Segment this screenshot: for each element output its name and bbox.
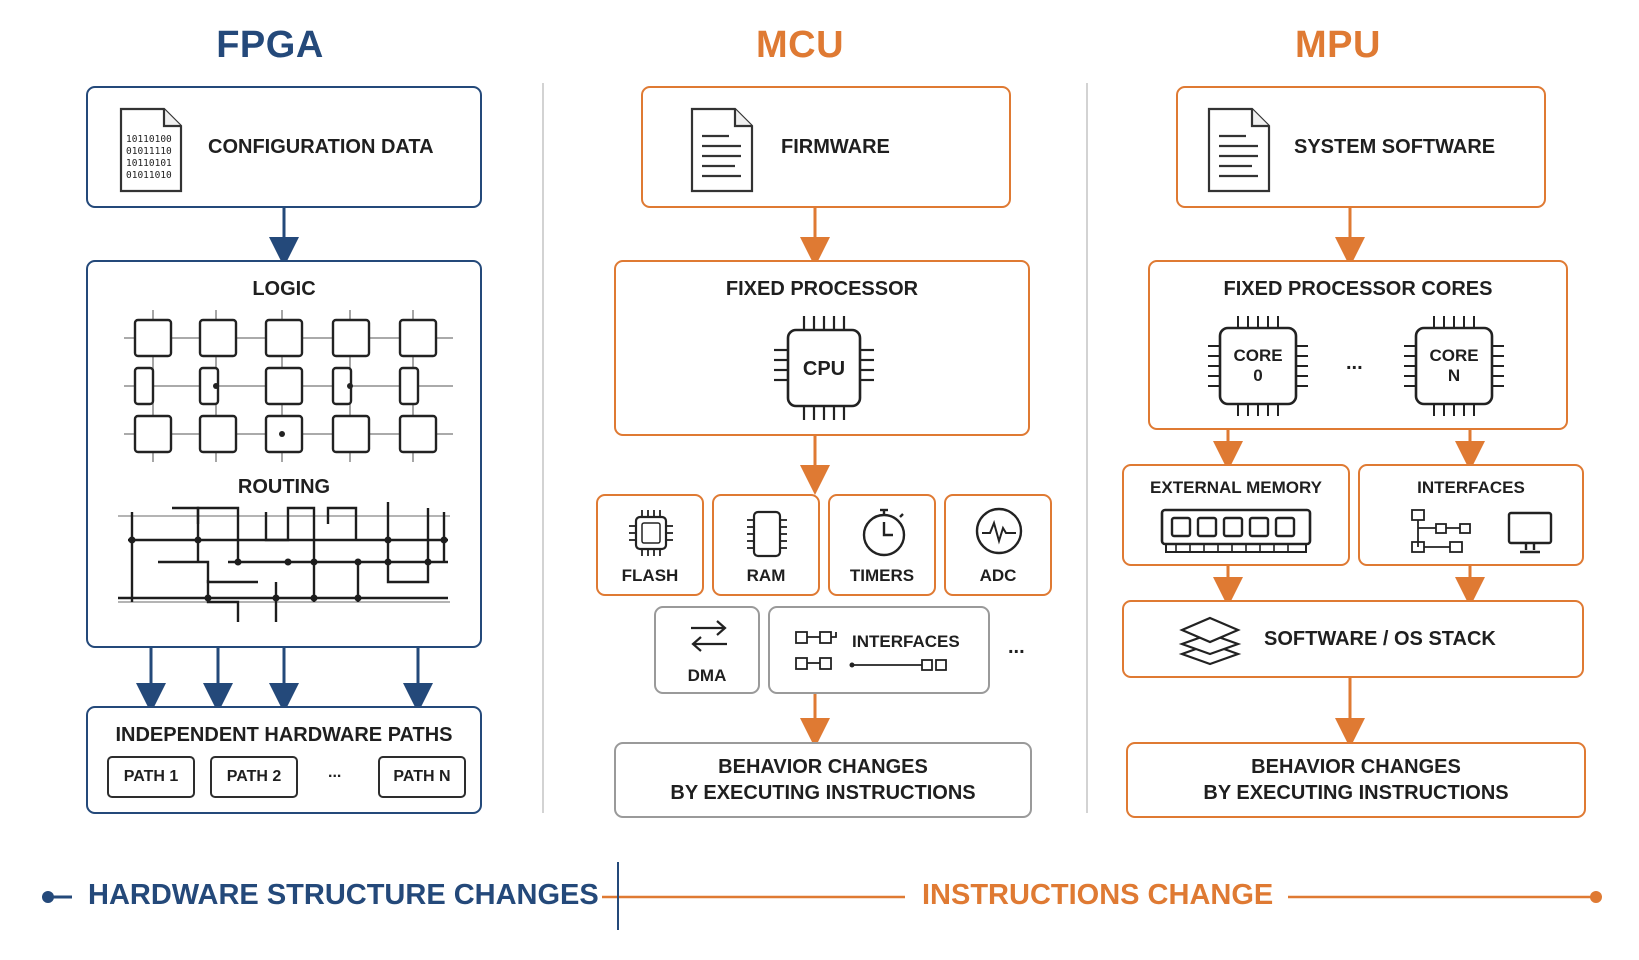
processor-cores-box: FIXED PROCESSOR CORES CORE 0 ... CORE N [1148, 260, 1568, 430]
core-0-line2: 0 [1253, 366, 1263, 385]
layers-icon [1178, 616, 1242, 666]
os-stack-label: SOFTWARE / OS STACK [1264, 628, 1496, 650]
waveform-icon [975, 507, 1023, 555]
firmware-document-icon [690, 107, 754, 193]
routing-illustration [118, 502, 450, 622]
fixed-processor-label: FIXED PROCESSOR [725, 278, 919, 300]
mcu-more-ellipsis: ... [1008, 636, 1025, 658]
hardware-structure-changes-label: HARDWARE STRUCTURE CHANGES [88, 879, 599, 911]
dma-block: DMA [654, 606, 760, 694]
core-ellipsis: ... [1346, 352, 1363, 374]
binary-document-icon [119, 107, 183, 193]
mpu-interfaces-block: INTERFACES [1358, 464, 1584, 566]
mcu-behavior-box: BEHAVIOR CHANGES BY EXECUTING INSTRUCTIO… [614, 742, 1032, 818]
flash-chip-icon [629, 510, 673, 556]
binary-line: 01011110 [126, 146, 172, 157]
binary-lines: 10110100 01011110 10110101 01011010 [126, 134, 172, 182]
external-memory-block: EXTERNAL MEMORY [1122, 464, 1350, 566]
binary-line: 01011010 [126, 170, 172, 181]
ram-chip-icon [747, 510, 787, 558]
connectors-icon [795, 631, 947, 671]
ram-label: RAM [746, 566, 786, 585]
column-divider-left [542, 83, 544, 813]
logic-label: LOGIC [252, 278, 316, 300]
adc-block: ADC [944, 494, 1052, 596]
os-stack-box: SOFTWARE / OS STACK [1122, 600, 1584, 678]
mcu-behavior-line1: BEHAVIOR CHANGES [718, 756, 928, 778]
fixed-processor-box: FIXED PROCESSOR CPU [614, 260, 1030, 436]
adc-label: ADC [979, 566, 1017, 585]
configuration-data-label: CONFIGURATION DATA [208, 136, 434, 158]
core-n-line1: CORE [1429, 346, 1479, 365]
firmware-label: FIRMWARE [781, 136, 890, 158]
timers-label: TIMERS [849, 566, 915, 585]
transfer-arrows-icon [691, 620, 727, 652]
system-software-label: SYSTEM SOFTWARE [1294, 136, 1496, 158]
independent-paths-box: INDEPENDENT HARDWARE PATHS PATH 1 PATH 2… [86, 706, 482, 814]
path-1: PATH 1 [107, 756, 195, 798]
timers-block: TIMERS [828, 494, 936, 596]
mpu-behavior-line1: BEHAVIOR CHANGES [1251, 756, 1461, 778]
binary-line: 10110100 [126, 134, 172, 145]
mcu-behavior-line2: BY EXECUTING INSTRUCTIONS [670, 782, 976, 804]
mcu-interfaces-block: INTERFACES [768, 606, 990, 694]
core-0-chip-icon [1208, 316, 1308, 416]
system-software-box: SYSTEM SOFTWARE [1176, 86, 1546, 208]
core-n-chip-icon [1404, 316, 1504, 416]
core-0-line1: CORE [1233, 346, 1283, 365]
ram-block: RAM [712, 494, 820, 596]
mpu-interfaces-label: INTERFACES [1417, 478, 1525, 497]
instructions-change-label: INSTRUCTIONS CHANGE [922, 879, 1274, 911]
core-n-line2: N [1447, 366, 1461, 385]
memory-module-icon [1160, 508, 1312, 553]
monitor-icon [1507, 511, 1553, 554]
column-divider-right [1086, 83, 1088, 813]
external-memory-label: EXTERNAL MEMORY [1150, 478, 1322, 497]
network-tree-icon [1411, 509, 1471, 553]
firmware-box: FIRMWARE [641, 86, 1011, 208]
flash-label: FLASH [621, 566, 679, 585]
binary-line: 10110101 [126, 158, 172, 169]
mcu-interfaces-label: INTERFACES [852, 632, 960, 651]
routing-label: ROUTING [237, 476, 331, 498]
fpga-fabric-box: LOGIC ROUTING [86, 260, 482, 648]
configuration-data-box: 10110100 01011110 10110101 01011010 CONF… [86, 86, 482, 208]
mpu-title: MPU [1295, 24, 1381, 66]
path-ellipsis: ... [328, 764, 342, 781]
stopwatch-icon [862, 508, 906, 557]
cpu-label: CPU [802, 358, 846, 380]
path-n: PATH N [378, 756, 466, 798]
dma-label: DMA [687, 666, 727, 685]
processor-cores-label: FIXED PROCESSOR CORES [1223, 278, 1493, 300]
mcu-title: MCU [755, 24, 845, 66]
path-2: PATH 2 [210, 756, 298, 798]
independent-paths-label: INDEPENDENT HARDWARE PATHS [115, 724, 453, 746]
software-document-icon [1207, 107, 1271, 193]
fpga-title: FPGA [216, 24, 324, 66]
mpu-behavior-line2: BY EXECUTING INSTRUCTIONS [1203, 782, 1509, 804]
mpu-behavior-box: BEHAVIOR CHANGES BY EXECUTING INSTRUCTIO… [1126, 742, 1586, 818]
flash-block: FLASH [596, 494, 704, 596]
cpu-chip-icon [774, 316, 874, 420]
logic-grid-illustration [124, 310, 453, 462]
